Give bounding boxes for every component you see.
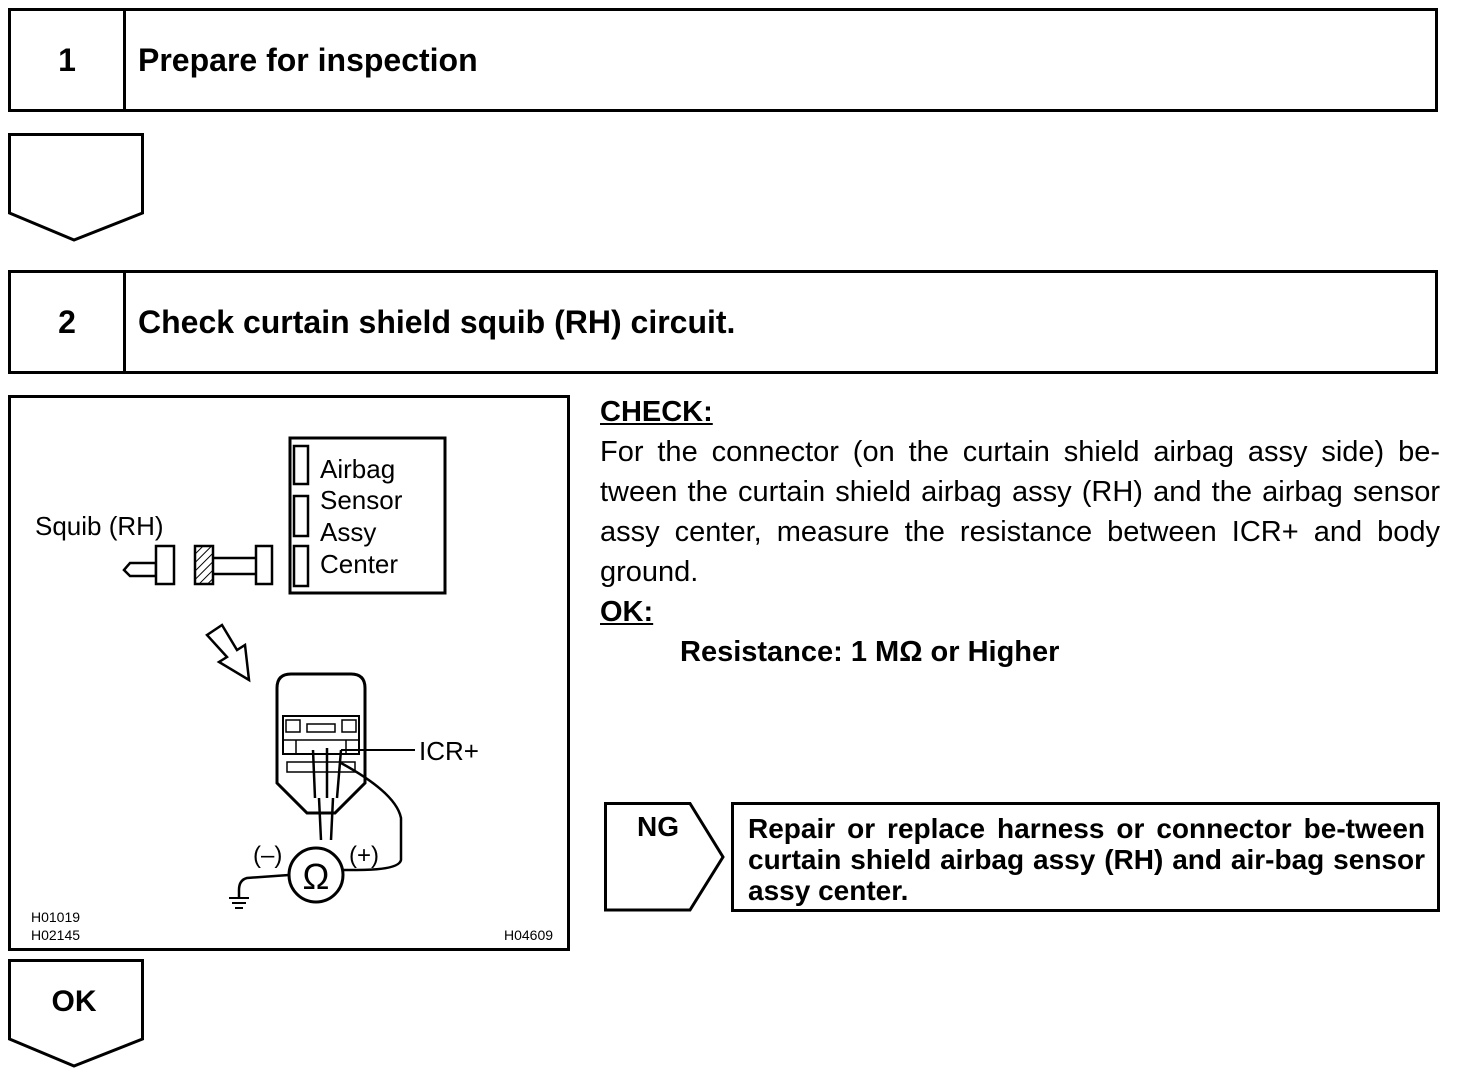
step-1-title: Prepare for inspection: [138, 41, 478, 78]
squib-label: Squib (RH): [35, 511, 164, 541]
terminal-label: ICR+: [419, 736, 479, 766]
figure-code-2: H02145: [31, 927, 80, 943]
figure-code-3: H04609: [504, 927, 553, 943]
ng-arrow: NG: [604, 802, 726, 919]
ohm-symbol: Ω: [303, 856, 330, 897]
step-1-number: 1: [11, 11, 126, 109]
connector-diagram: Airbag Sensor Assy Center Squib (RH) ICR…: [8, 395, 570, 951]
ok-heading: OK:: [600, 596, 654, 628]
flow-arrow-down: [8, 133, 144, 242]
sensor-label-line2: Sensor: [320, 485, 403, 515]
sensor-label-line1: Airbag: [320, 454, 395, 484]
step-2-number: 2: [11, 273, 126, 371]
check-section: CHECK: For the connector (on the curtain…: [600, 392, 1440, 672]
check-instructions: For the connector (on the curtain shield…: [600, 436, 1440, 588]
ok-label: OK: [52, 985, 97, 1018]
ok-arrow: OK: [8, 959, 144, 1068]
step-1-header: 1 Prepare for inspection: [8, 8, 1438, 112]
ng-label: NG: [637, 811, 679, 842]
ng-arrow-shape: NG: [604, 802, 725, 912]
check-heading: CHECK:: [600, 396, 713, 428]
figure-code-1: H01019: [31, 909, 80, 925]
minus-label: (–): [253, 842, 282, 869]
sensor-label-line3: Assy: [320, 517, 376, 547]
plus-label: (+): [349, 842, 379, 869]
ng-result-box: Repair or replace harness or connector b…: [731, 802, 1440, 912]
sensor-label-line4: Center: [320, 549, 398, 579]
resistance-spec: Resistance: 1 MΩ or Higher: [680, 636, 1060, 668]
step-2-title: Check curtain shield squib (RH) circuit.: [138, 303, 736, 340]
wiring-illustration: Airbag Sensor Assy Center Squib (RH) ICR…: [31, 436, 553, 943]
step-2-header: 2 Check curtain shield squib (RH) circui…: [8, 270, 1438, 374]
